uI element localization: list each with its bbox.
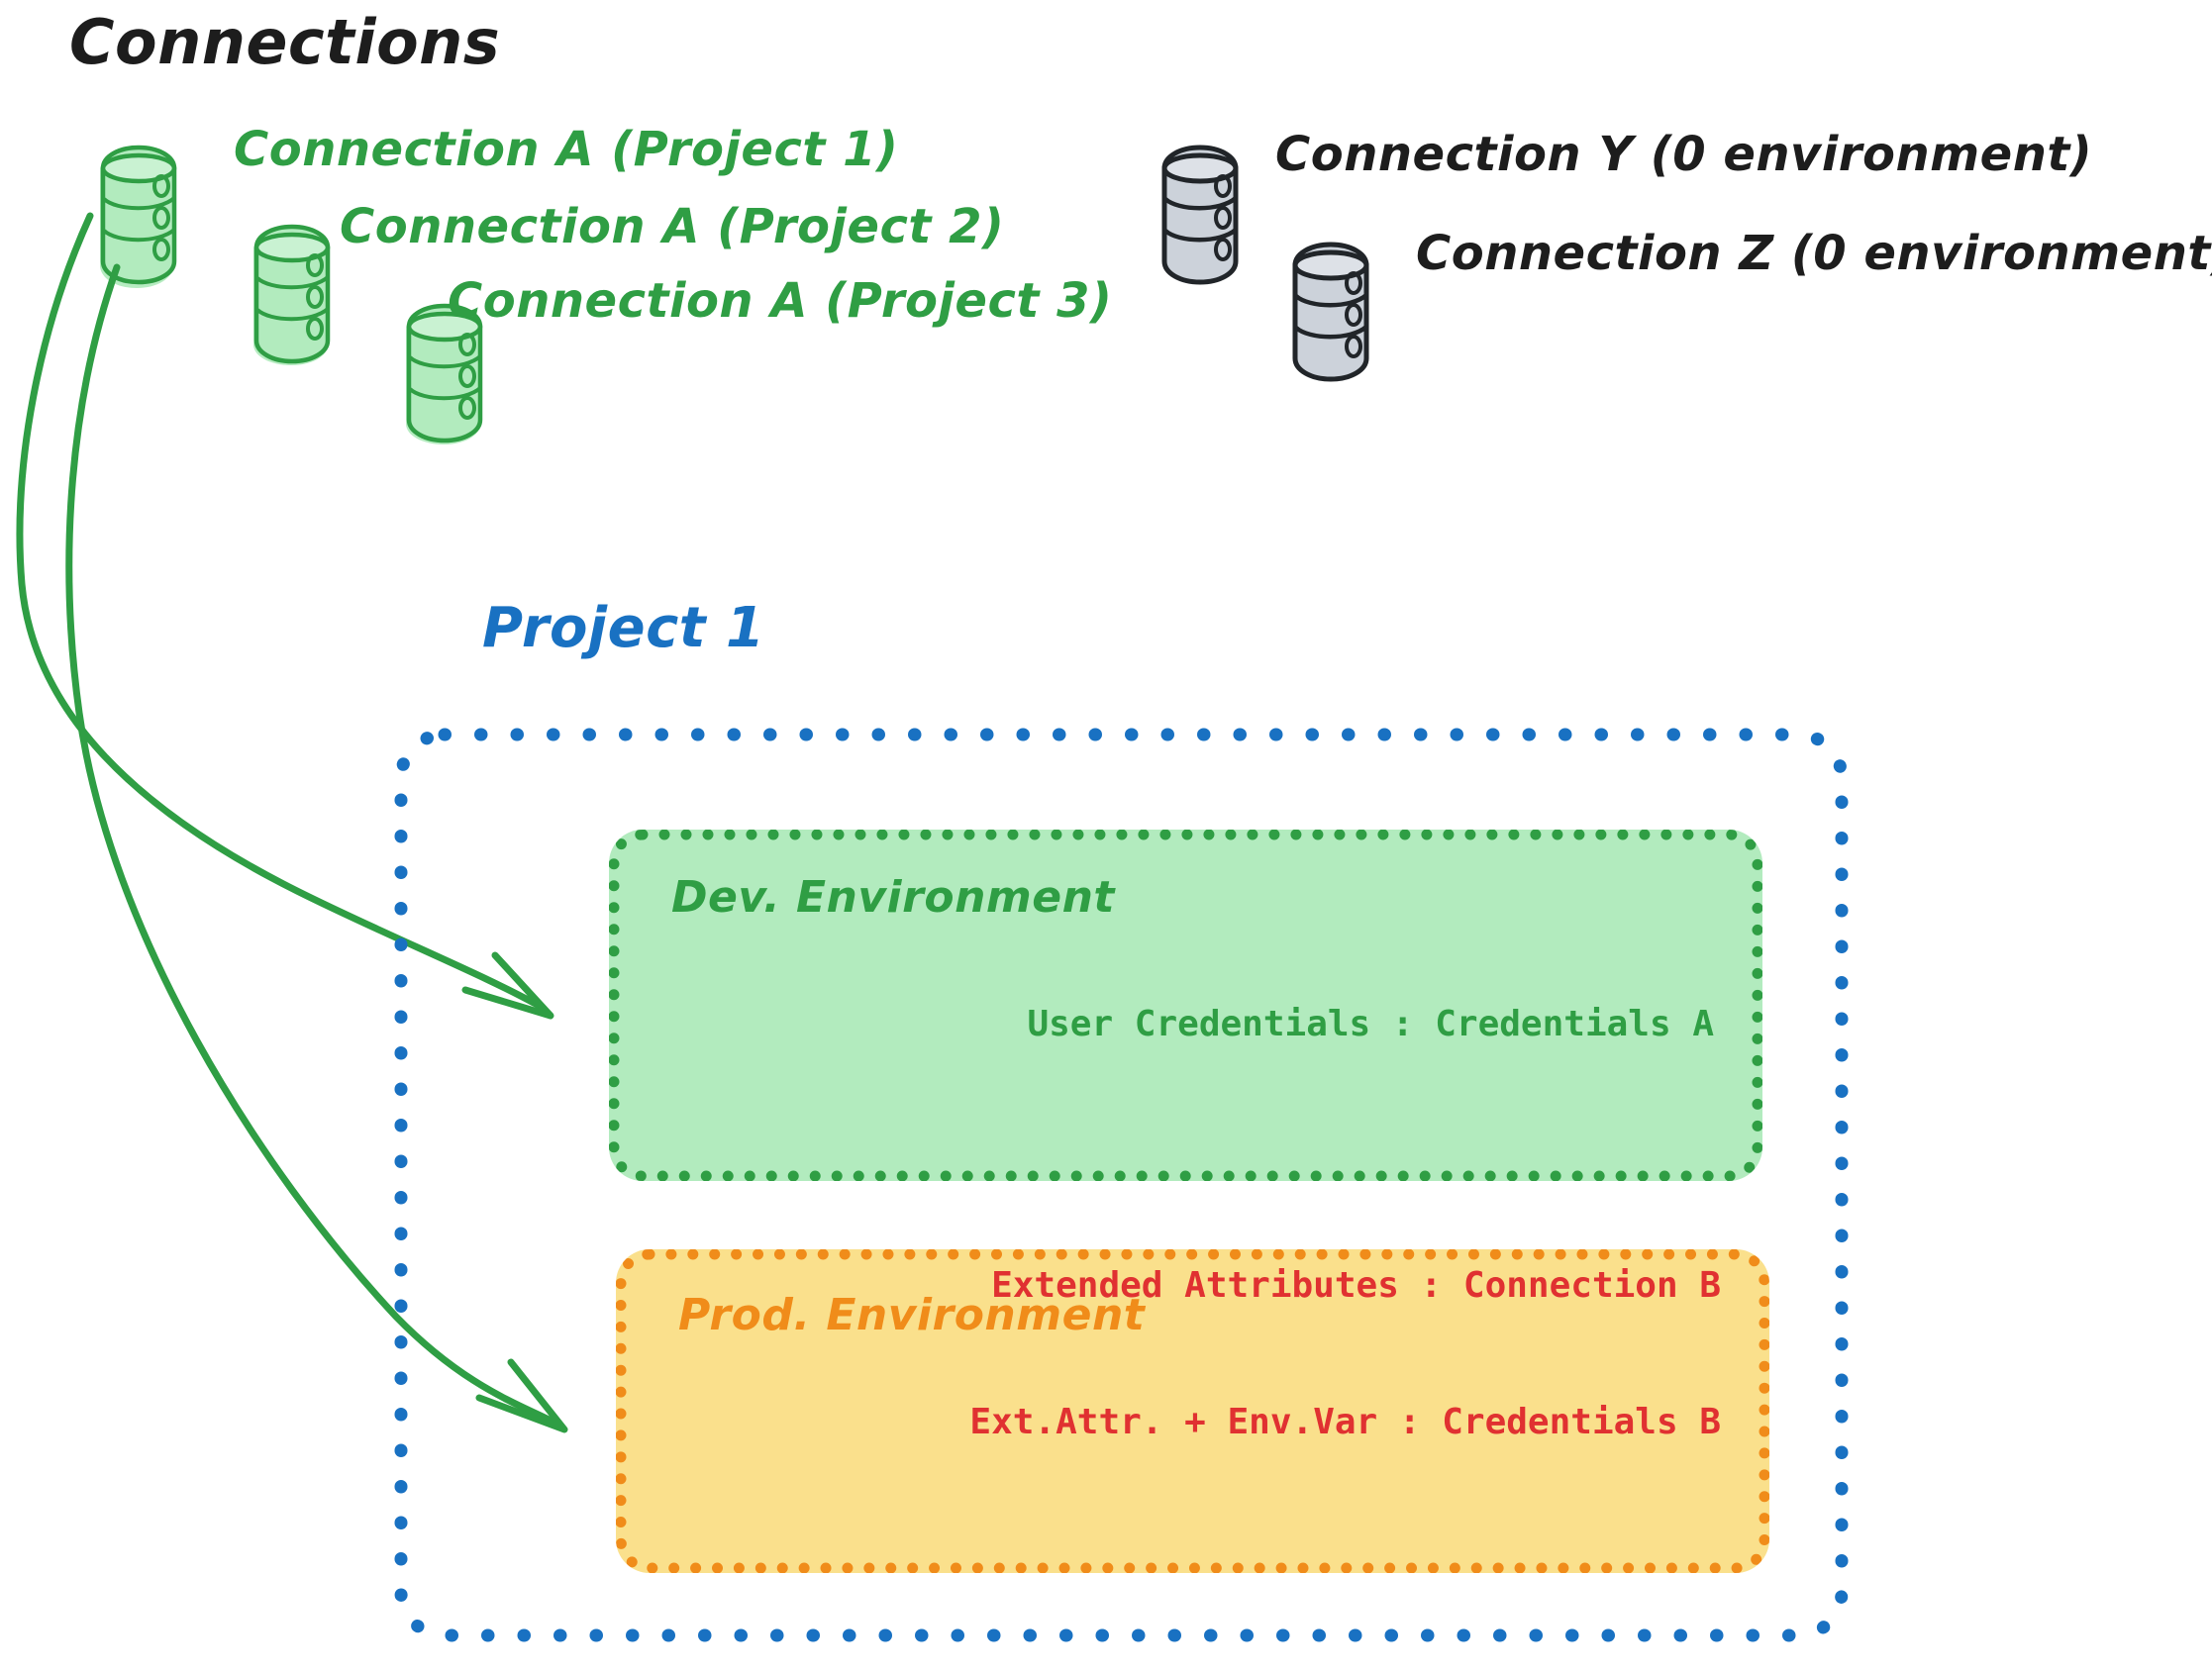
connection-label-connection-z: Connection Z (0 environment) <box>1416 226 2212 281</box>
database-cylinder-icon-connection-a-project-2 <box>253 224 331 365</box>
project-title: Project 1 <box>482 596 765 660</box>
database-cylinder-icon-connection-a-project-3 <box>406 303 483 444</box>
prod-environment-title: Prod. Environment <box>678 1290 1146 1340</box>
connection-label-connection-a-project-3: Connection A (Project 3) <box>448 273 1113 329</box>
arrow-connection-a-to-dev-environment <box>16 212 554 1020</box>
dev-environment-line-1: User Credentials : Credentials A <box>1027 1003 1714 1044</box>
database-cylinder-icon-connection-y <box>1161 145 1239 285</box>
prod-environment-line-1: Extended Attributes : Connection B <box>991 1264 1721 1306</box>
dev-environment-details: User Credentials : Credentials A <box>1027 911 1714 1138</box>
prod-environment-line-2: Ext.Attr. + Env.Var : Credentials B <box>969 1401 1721 1442</box>
prod-environment-details: Extended Attributes : Connection B Ext.A… <box>969 1171 1721 1536</box>
page-title: Connections <box>69 6 501 78</box>
database-cylinder-icon-connection-a-project-1 <box>100 145 177 288</box>
connection-label-connection-a-project-2: Connection A (Project 2) <box>340 199 1005 254</box>
connection-label-connection-a-project-1: Connection A (Project 1) <box>234 122 899 177</box>
prod-environment-box: Prod. Environment Extended Attributes : … <box>616 1249 1769 1573</box>
dev-environment-title: Dev. Environment <box>671 872 1115 923</box>
dev-environment-box: Dev. Environment User Credentials : Cred… <box>609 830 1762 1181</box>
connection-label-connection-y: Connection Y (0 environment) <box>1275 127 2093 182</box>
database-cylinder-icon-connection-z <box>1292 242 1369 382</box>
arrow-connection-a-to-prod-environment <box>65 263 568 1433</box>
